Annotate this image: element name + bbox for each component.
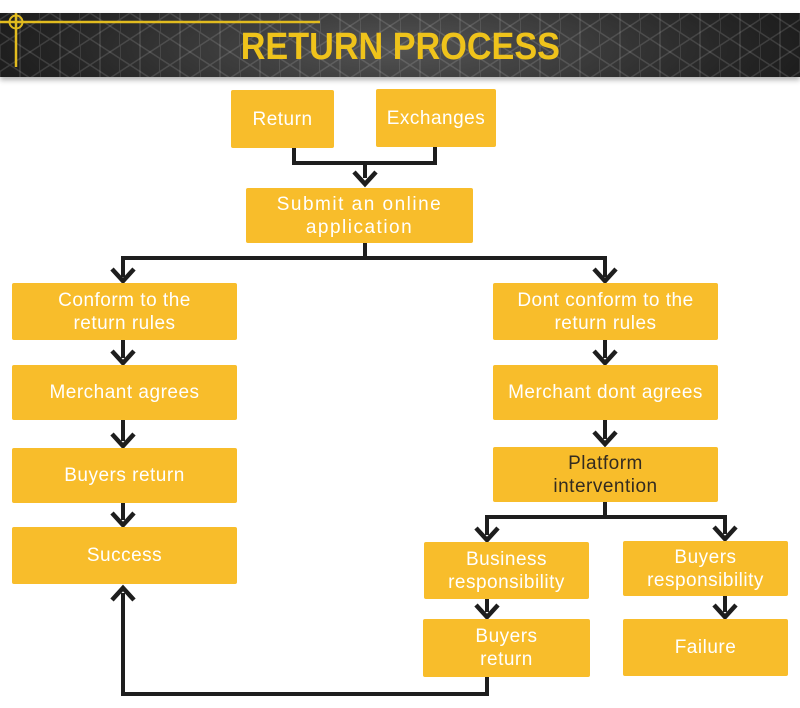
connector-responsibility-split <box>485 515 727 535</box>
arrowhead-into-dont-conform <box>592 267 618 285</box>
node-success: Success <box>12 527 237 584</box>
node-exchanges: Exchanges <box>376 89 496 147</box>
connector-return-exchanges-merge <box>292 147 437 165</box>
node-buyers-return: Buyers return <box>12 448 237 503</box>
arrowhead-into-conform <box>110 267 136 285</box>
node-merchant-dont-agrees-label: Merchant dont agrees <box>508 382 703 403</box>
node-buyers-return-label: Buyers return <box>64 465 185 486</box>
node-merchant-agrees: Merchant agrees <box>12 365 237 420</box>
page-title: RETURN PROCESS <box>240 25 560 68</box>
arrowhead-into-buyers-return2 <box>474 603 500 621</box>
node-return-label: Return <box>252 108 313 130</box>
node-conform-to-return-rules: Conform to the return rules <box>12 283 237 340</box>
connector-main-branch <box>121 256 607 277</box>
banner-decoration <box>0 13 800 77</box>
node-success-label: Success <box>86 545 163 566</box>
node-submit-online-application: Submit an online application <box>246 188 473 243</box>
node-failure-label: Failure <box>674 637 737 658</box>
node-platform-label: Platform intervention <box>553 452 658 497</box>
node-conform-label: Conform to the return rules <box>58 289 191 334</box>
arrowhead-into-failure <box>712 603 738 621</box>
hexagon-mesh-pattern <box>0 13 800 77</box>
arrowhead-into-business-responsibility <box>474 526 500 544</box>
node-submit-label: Submit an online application <box>276 193 443 238</box>
arrowhead-into-buyers-return <box>110 432 136 450</box>
arrowhead-into-submit <box>352 170 378 188</box>
node-buyers-responsibility: Buyers responsibility <box>623 541 788 596</box>
node-merchant-dont-agrees: Merchant dont agrees <box>493 365 718 420</box>
node-business-responsibility-label: Business responsibility <box>448 548 565 593</box>
node-dont-conform-to-return-rules: Dont conform to the return rules <box>493 283 718 340</box>
arrowhead-up-into-success <box>110 584 136 602</box>
node-dont-conform-label: Dont conform to the return rules <box>517 289 694 334</box>
node-exchanges-label: Exchanges <box>386 107 486 129</box>
arrowhead-into-merchant-dont-agrees <box>592 349 618 367</box>
node-failure: Failure <box>623 619 788 676</box>
arrowhead-into-buyers-responsibility <box>712 525 738 543</box>
node-return: Return <box>231 90 334 148</box>
node-merchant-agrees-label: Merchant agrees <box>49 382 200 403</box>
node-buyers-return-2: Buyers return <box>423 619 590 677</box>
arrowhead-into-platform <box>592 430 618 448</box>
node-buyers-return-2-label: Buyers return <box>475 626 538 670</box>
node-business-responsibility: Business responsibility <box>424 542 589 599</box>
header-banner: RETURN PROCESS <box>0 13 800 77</box>
node-platform-intervention: Platform intervention <box>493 447 718 502</box>
arrowhead-into-success <box>110 511 136 529</box>
node-buyers-responsibility-label: Buyers responsibility <box>647 546 764 591</box>
crosshair-circle-ornament <box>8 14 24 30</box>
arrowhead-into-merchant-agrees <box>110 349 136 367</box>
